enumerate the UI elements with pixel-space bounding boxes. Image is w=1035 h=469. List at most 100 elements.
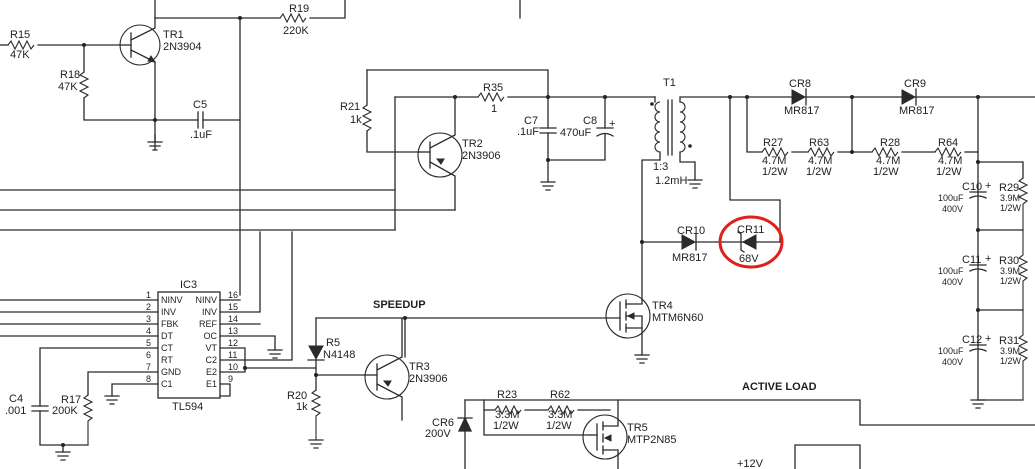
highlight-circle — [718, 215, 784, 269]
resistor-r20 — [310, 389, 322, 440]
t1-label: T1 — [663, 77, 676, 89]
c5-value: .1uF — [190, 129, 212, 141]
capacitor-c10 — [969, 191, 987, 199]
c10-val1: 100uF — [938, 193, 964, 203]
r28-val2: 1/2W — [873, 166, 899, 178]
ground-icon — [970, 399, 986, 409]
cr11-label: CR11 — [737, 224, 764, 236]
cr10-cr11-section: CR10 MR817 CR11 68V — [640, 96, 784, 269]
r19-value: 220K — [283, 25, 309, 37]
c11-val2: 400V — [942, 277, 963, 287]
r30-label: R30 — [999, 255, 1019, 267]
r19-label: R19 — [289, 3, 309, 15]
c11-label: C11 — [962, 254, 981, 266]
resistor-r23 — [494, 404, 522, 416]
r63-val1: 4.7M — [808, 155, 832, 167]
c10-plus: + — [985, 180, 991, 192]
speedup-label: SPEEDUP — [373, 299, 426, 311]
ground-icon — [540, 181, 556, 191]
r18-value: 47K — [58, 81, 78, 93]
c7-value: .1uF — [517, 126, 539, 138]
r21-label: R21 — [340, 101, 360, 113]
r30-val2: 1/2W — [1000, 276, 1022, 286]
resistor-r15 — [7, 39, 35, 51]
tr1-type: 2N3904 — [163, 41, 202, 53]
c7-label: C7 — [524, 115, 538, 127]
active-load-label: ACTIVE LOAD — [742, 381, 817, 393]
r23-val2: 1/2W — [493, 420, 519, 432]
ground-icon — [267, 349, 283, 359]
tr1-section: R15 47K R18 47K TR1 2N3904 C5 .1uF R19 — [0, 0, 521, 296]
ic3-pin-number-right: 12 — [228, 338, 238, 348]
r29-val1: 3.9M — [1000, 193, 1020, 203]
r63-val2: 1/2W — [806, 166, 832, 178]
ground-icon — [104, 395, 120, 405]
ic3-label: IC3 — [180, 279, 197, 291]
c12-label: C12 — [962, 334, 982, 346]
ic3-pin-name-right: E1 — [206, 379, 217, 389]
cr8-label: CR8 — [789, 78, 811, 90]
c11-val1: 100uF — [938, 266, 964, 276]
r17-value: 200K — [52, 405, 78, 417]
ic3-pin-name-right: NINV — [195, 295, 217, 305]
ic3-pin-number-left: 7 — [146, 362, 151, 372]
ic3-pin-name-left: FBK — [161, 319, 179, 329]
tr4-type: MTM6N60 — [652, 312, 703, 324]
diode-r5 — [308, 345, 324, 361]
c8-label: C8 — [583, 115, 597, 127]
cr8-type: MR817 — [784, 105, 819, 117]
plus12v-label: +12V — [737, 458, 764, 469]
resistor-r29 — [1017, 177, 1029, 230]
ic3-pin-number-left: 3 — [146, 314, 151, 324]
c12-val2: 400V — [942, 357, 963, 367]
capacitor-c12 — [969, 344, 987, 352]
r23-val1: 3.3M — [495, 409, 519, 421]
r21-value: 1k — [350, 114, 362, 126]
r35-label: R35 — [483, 82, 503, 94]
resistor-r64 — [934, 146, 962, 158]
ic3-pin-number-left: 4 — [146, 326, 151, 336]
transistor-tr4 — [605, 293, 651, 339]
cr10-type: MR817 — [672, 252, 707, 264]
r27-val1: 4.7M — [762, 155, 786, 167]
cr6-value: 200V — [425, 428, 451, 440]
c12-plus: + — [985, 333, 991, 345]
ground-icon — [634, 354, 650, 364]
ic3-pin-name-left: INV — [161, 307, 176, 317]
ic3-pin-name-right: REF — [199, 319, 218, 329]
c11-plus: + — [985, 253, 991, 265]
ic3-pin-number-right: 16 — [228, 290, 238, 300]
tr3-type: 2N3906 — [409, 373, 448, 385]
ic3-pin-name-right: OC — [204, 331, 218, 341]
ic3-pin-number-left: 1 — [146, 290, 151, 300]
ic3-pin-name-left: RT — [161, 355, 173, 365]
active-load-section: ACTIVE LOAD CR6 200V R23 3.3M 1/2W R62 3… — [425, 381, 1035, 469]
c10-label: C10 — [962, 181, 982, 193]
r35-value: 1 — [491, 103, 497, 115]
resistor-r27 — [761, 146, 789, 158]
tr4-section: TR4 MTM6N60 — [404, 293, 703, 364]
tr3-section: SPEEDUP R5 N4148 TR3 2N3906 R20 1k — [287, 299, 448, 449]
ground-icon — [308, 439, 324, 449]
ic3-section: IC3 TL594 NINV1INV2FBK3DT4CT5RT6GND7C18N… — [0, 189, 456, 461]
resistor-r18 — [78, 71, 90, 99]
cr11-value: 68V — [739, 253, 759, 265]
ic3-pin-name-left: GND — [161, 367, 182, 377]
c12-val1: 100uF — [938, 346, 964, 356]
ic3-pin-number-left: 6 — [146, 350, 151, 360]
c4-value: .001 — [5, 405, 26, 417]
ic3-pin-number-left: 5 — [146, 338, 151, 348]
r15-value: 47K — [10, 49, 30, 61]
c8-polarity: + — [609, 118, 615, 130]
r17-label: R17 — [61, 394, 81, 406]
resistor-r31 — [1017, 310, 1029, 400]
ground-icon — [687, 179, 703, 189]
r31-label: R31 — [999, 335, 1019, 347]
cr6-label: CR6 — [432, 417, 454, 429]
c10-val2: 400V — [942, 204, 963, 214]
tr4-label: TR4 — [652, 300, 673, 312]
tr2-type: 2N3906 — [462, 150, 501, 162]
ic3-body — [157, 291, 221, 399]
transformer-t1: T1 1:3 1.2mH — [641, 77, 731, 301]
